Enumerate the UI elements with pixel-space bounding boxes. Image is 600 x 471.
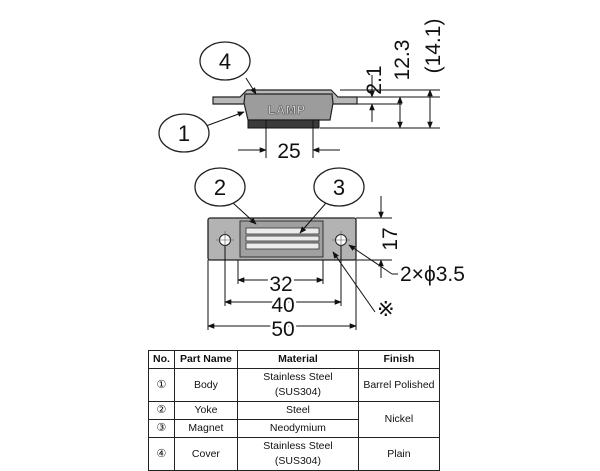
dim-12-3-label: 12.3 — [391, 40, 414, 81]
row-finish: Barrel Polished — [357, 368, 440, 402]
row-part-name: Yoke — [173, 401, 238, 420]
callout-2-label: 2 — [214, 175, 226, 200]
row-finish: Plain — [357, 437, 440, 471]
callout-3-label: 3 — [333, 175, 345, 200]
row-part-name: Cover — [173, 437, 238, 471]
dim-25-label: 25 — [277, 140, 300, 163]
table-row: ④ Cover Stainless Steel (SUS304) Plain — [148, 437, 440, 471]
callout-4-bubble — [199, 41, 251, 81]
row-no: ② — [148, 401, 175, 420]
row-finish-merged: Nickel — [357, 401, 440, 438]
row-no: ① — [148, 368, 175, 402]
top-view-cover — [247, 119, 320, 129]
row-part-name: Body — [173, 368, 238, 402]
dim-holes-label: 2×ϕ3.5 — [400, 263, 465, 286]
col-header-finish: Finish — [357, 350, 440, 369]
row-no: ③ — [148, 419, 175, 438]
note-mark: ※ — [377, 298, 395, 321]
dim-40-label: 40 — [271, 294, 294, 317]
col-header-part-name: Part Name — [173, 350, 238, 369]
col-header-no: No. — [148, 350, 175, 369]
table-row: ② Yoke Steel Nickel — [148, 401, 440, 438]
parts-table: No. Part Name Material Finish ① Body Sta… — [148, 350, 440, 471]
callout-3-bubble — [313, 167, 365, 207]
callout-1-label: 1 — [178, 121, 190, 146]
technical-drawing: LAMP 25 2.1 12.3 (14.1) 4 1 — [158, 18, 465, 344]
table-row: ③ Magnet Neodymium — [148, 419, 440, 438]
magnet-strip — [245, 227, 320, 235]
table-row: ① Body Stainless Steel (SUS304) Barrel P… — [148, 368, 440, 402]
cover-logo-text: LAMP — [268, 103, 306, 117]
dim-17-label: 17 — [379, 227, 402, 250]
dim-14-1-label: (14.1) — [422, 19, 445, 74]
row-no: ④ — [148, 437, 175, 471]
callout-2-bubble — [194, 167, 246, 207]
top-view: LAMP 25 2.1 12.3 (14.1) 4 1 — [158, 19, 445, 163]
row-material: Stainless Steel (SUS304) — [236, 437, 359, 471]
dim-2-1-label: 2.1 — [363, 65, 386, 94]
row-material: Stainless Steel (SUS304) — [236, 368, 359, 402]
row-part-name: Magnet — [173, 419, 238, 438]
front-view: 2 3 17 2×ϕ3.5 ※ 32 40 50 — [194, 167, 465, 344]
callout-4-label: 4 — [219, 49, 231, 74]
table-header-row: No. Part Name Material Finish — [148, 350, 440, 369]
row-material: Neodymium — [236, 419, 359, 438]
callout-1-bubble — [158, 113, 210, 153]
col-header-material: Material — [236, 350, 359, 369]
row-material: Steel — [236, 401, 359, 420]
dim-50-label: 50 — [271, 318, 294, 341]
dim-32-label: 32 — [269, 273, 292, 296]
